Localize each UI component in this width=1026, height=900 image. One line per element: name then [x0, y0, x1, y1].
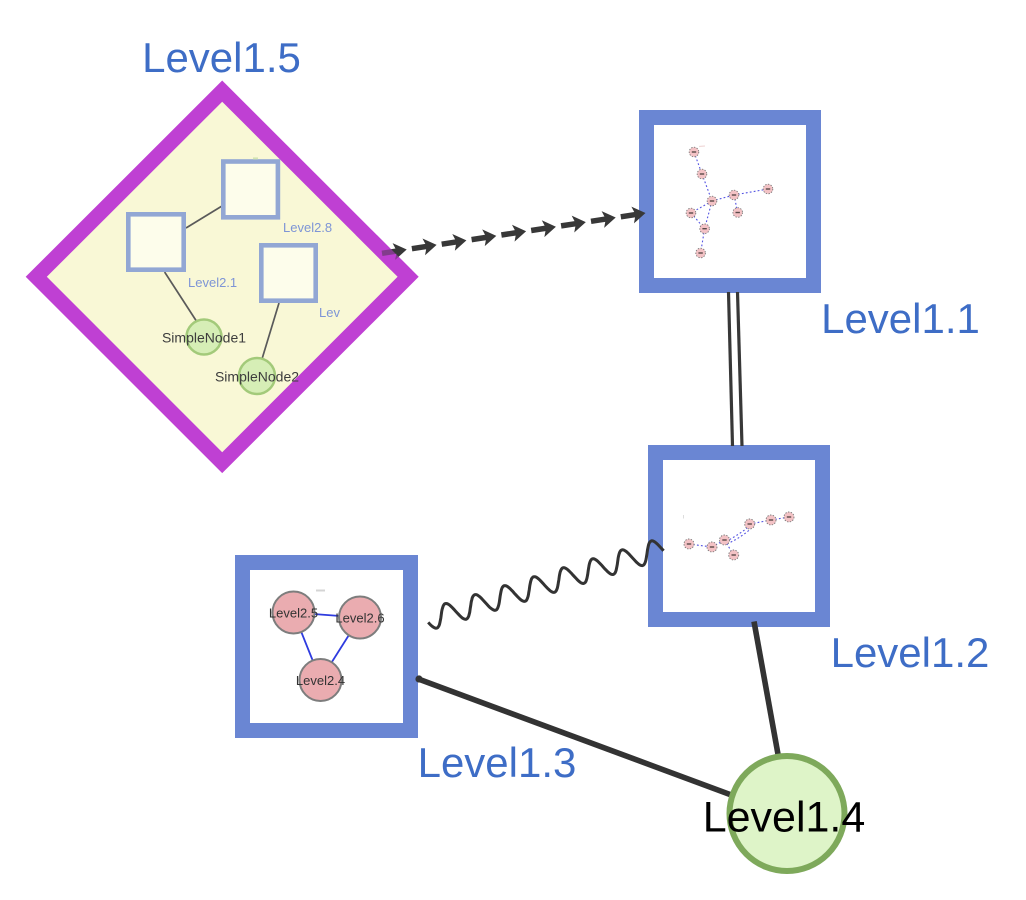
svg-text:Level2.8: Level2.8	[283, 220, 332, 235]
svg-text:SimpleNode1: SimpleNode1	[162, 329, 246, 345]
svg-text:SimpleNode2: SimpleNode2	[215, 368, 299, 384]
svg-text:Level1.2: Level1.2	[831, 629, 990, 676]
svg-text:Level1.1: Level1.1	[821, 295, 980, 342]
svg-text:Level1.4: Level1.4	[703, 794, 866, 842]
svg-text:Level2.4: Level2.4	[296, 673, 345, 688]
svg-text:Level2.1: Level2.1	[188, 275, 237, 290]
svg-text:Level2.5: Level2.5	[269, 606, 318, 621]
svg-text:Lev: Lev	[319, 305, 340, 320]
svg-text:Level2.6: Level2.6	[335, 611, 384, 626]
svg-text:Level1.3: Level1.3	[418, 739, 577, 786]
svg-text:Level1.5: Level1.5	[142, 34, 301, 81]
